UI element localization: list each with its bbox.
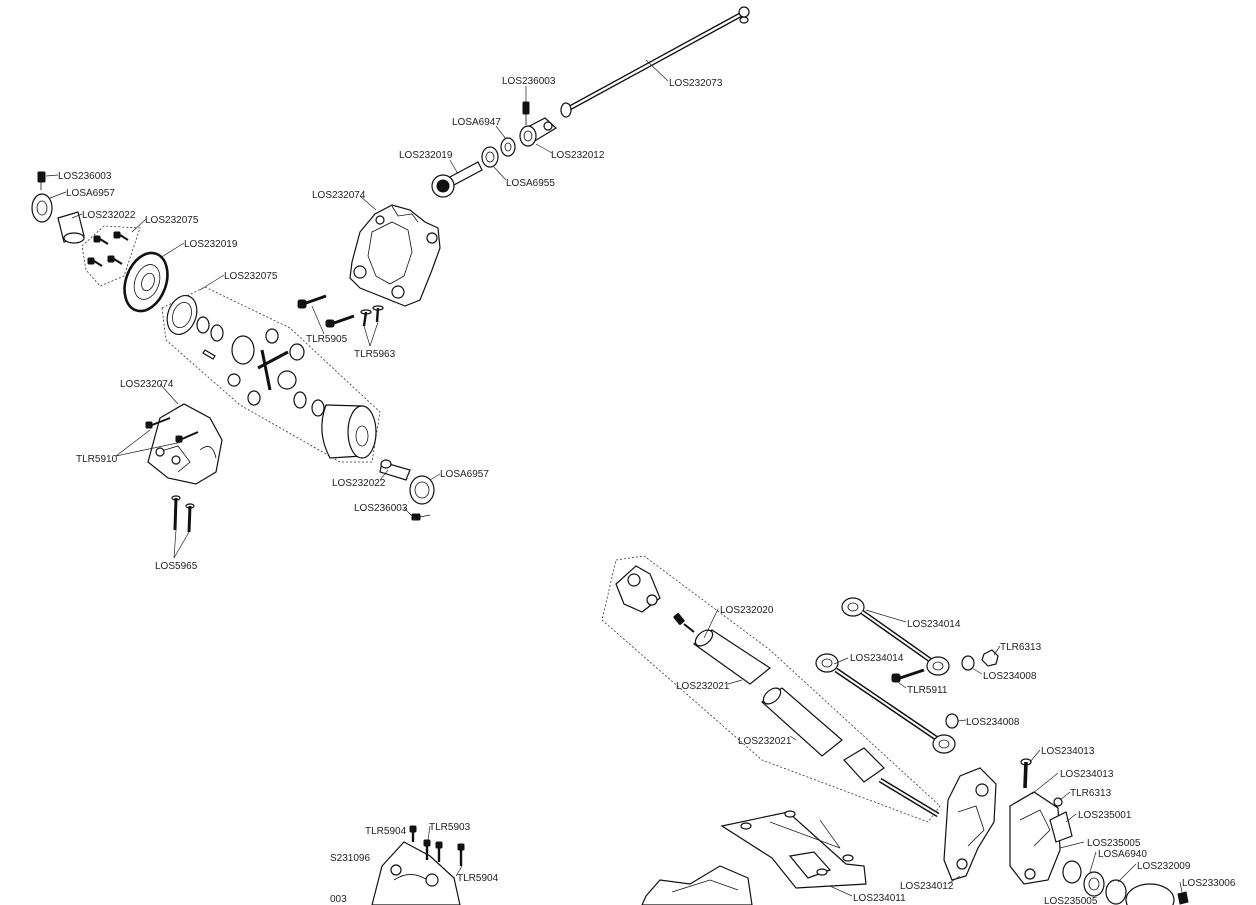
label-los234014-lower: LOS234014 <box>850 653 904 664</box>
label-los232022-right: LOS232022 <box>332 478 386 489</box>
setscrew-top <box>522 101 530 125</box>
label-los232021-upper: LOS232021 <box>676 681 730 692</box>
label-los232021-lower: LOS232021 <box>738 736 792 747</box>
label-tlr5963: TLR5963 <box>354 349 396 360</box>
label-los234008-lower: LOS234008 <box>966 717 1020 728</box>
label-los232022-left: LOS232022 <box>82 210 136 221</box>
label-los232012: LOS232012 <box>551 150 605 161</box>
screws-los232075-a <box>81 225 141 287</box>
label-los235005-a: LOS235005 <box>1087 838 1141 849</box>
ring-gear <box>123 251 169 313</box>
center-driveshaft <box>560 6 750 118</box>
label-tlr5903: TLR5903 <box>429 822 471 833</box>
label-losa6940: LOSA6940 <box>1098 849 1147 860</box>
outdrive-coupler <box>519 117 557 147</box>
label-los235001: LOS235001 <box>1078 810 1132 821</box>
label-tlr5911: TLR5911 <box>907 685 948 696</box>
label-los234011: LOS234011 <box>853 893 906 904</box>
turnbuckle-upper <box>841 597 950 676</box>
label-los235005-b: LOS235005 <box>1044 896 1098 905</box>
label-los232009: LOS232009 <box>1137 861 1191 872</box>
label-los234008-upper: LOS234008 <box>983 671 1037 682</box>
screws-tlr5903-5904 <box>409 825 465 866</box>
label-los236003-right: LOS236003 <box>354 503 408 514</box>
pinion-gear <box>431 161 483 198</box>
label-los232075-a: LOS232075 <box>145 215 199 226</box>
bearing-losa6947 <box>500 137 516 157</box>
hub-bearings <box>1062 860 1189 905</box>
label-los232019-top: LOS232019 <box>399 150 453 161</box>
label-los234014-upper: LOS234014 <box>907 619 961 630</box>
outdrive-left <box>57 211 85 244</box>
label-tlr5905: TLR5905 <box>306 334 348 345</box>
label-losa6957-right: LOSA6957 <box>440 469 489 480</box>
label-losa6947: LOSA6947 <box>452 117 501 128</box>
steering-block <box>943 767 997 881</box>
front-plate <box>720 810 867 889</box>
cva-assembly <box>601 555 941 823</box>
part-labels: LOS236003 LOS232073 LOSA6947 LOS232012 L… <box>58 76 1236 905</box>
label-los234013-a: LOS234013 <box>1041 746 1095 757</box>
turnbuckle-lower <box>815 653 956 754</box>
screw-tlr5905 <box>297 294 355 328</box>
label-tlr5904-b: TLR5904 <box>457 873 499 884</box>
pivot-balls <box>891 649 999 729</box>
label-los236003-left: LOS236003 <box>58 171 112 182</box>
label-tlr5904-a: TLR5904 <box>365 826 407 837</box>
label-los5965: LOS5965 <box>155 561 198 572</box>
label-tlr5910: TLR5910 <box>76 454 118 465</box>
label-003: 003 <box>330 894 347 905</box>
screws-tlr5963 <box>360 305 384 327</box>
label-tlr6313-upper: TLR6313 <box>1000 642 1042 653</box>
gearbox-housing-top <box>349 204 441 307</box>
label-los232074-left: LOS232074 <box>120 379 174 390</box>
front-arm-mount <box>641 865 753 905</box>
leader-lines <box>45 59 1183 897</box>
label-los236003-top: LOS236003 <box>502 76 556 87</box>
setscrew-right <box>411 513 431 521</box>
label-los232019-left: LOS232019 <box>184 239 238 250</box>
label-los232075-b: LOS232075 <box>224 271 278 282</box>
label-losa6957-left: LOSA6957 <box>66 188 115 199</box>
setscrew-left <box>37 171 46 190</box>
label-los234012: LOS234012 <box>900 881 954 892</box>
label-losa6955: LOSA6955 <box>506 178 555 189</box>
gearbox-housing-bottom <box>145 403 223 485</box>
bearing-right <box>409 475 435 505</box>
outdrive-right <box>379 459 411 481</box>
label-los232074-top: LOS232074 <box>312 190 366 201</box>
label-los233006: LOS233006 <box>1182 878 1236 889</box>
spindle-carrier <box>1009 791 1073 885</box>
label-los234013-b: LOS234013 <box>1060 769 1114 780</box>
bulkhead <box>371 841 461 905</box>
screws-los5965 <box>171 495 195 533</box>
kingpin <box>1020 758 1032 789</box>
label-s231096: S231096 <box>330 853 370 864</box>
label-los232020: LOS232020 <box>720 605 774 616</box>
bearing-losa6955 <box>481 146 499 168</box>
label-tlr6313-lower: TLR6313 <box>1070 788 1112 799</box>
diff-internals <box>161 286 381 463</box>
label-los232073: LOS232073 <box>669 78 723 89</box>
bearing-left <box>31 193 53 223</box>
